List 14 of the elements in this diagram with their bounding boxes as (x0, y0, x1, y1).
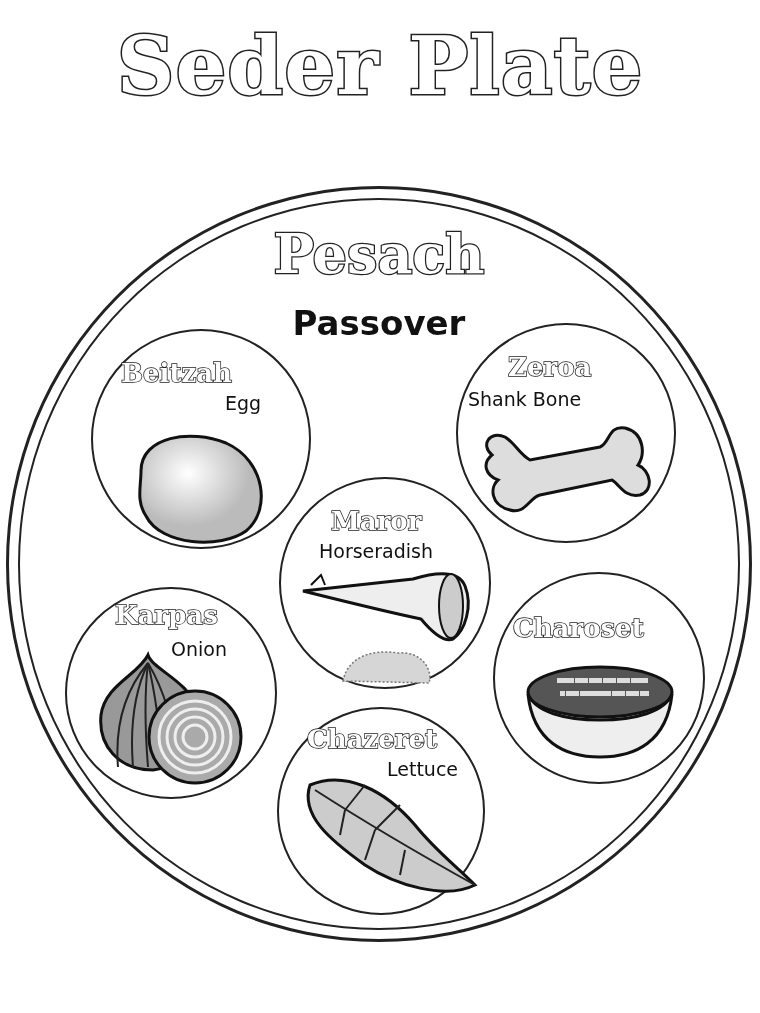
food-name: Chazeret (307, 725, 437, 754)
food-name: Karpas (115, 601, 218, 630)
food-translation: Horseradish (319, 541, 434, 562)
food-translation: Onion (171, 639, 227, 660)
food-translation: Egg (225, 393, 262, 414)
food-name: Charoset (513, 614, 644, 643)
plate-heading: Pesach (273, 225, 485, 285)
food-name: Maror (331, 507, 422, 536)
food-translation: Shank Bone (468, 389, 582, 410)
food-name: Zeroa (508, 353, 592, 382)
title: Seder Plate (115, 22, 645, 110)
food-name: Beitzah (121, 359, 232, 388)
plate-subtitle: Passover (292, 305, 466, 343)
food-translation: Lettuce (387, 759, 459, 780)
